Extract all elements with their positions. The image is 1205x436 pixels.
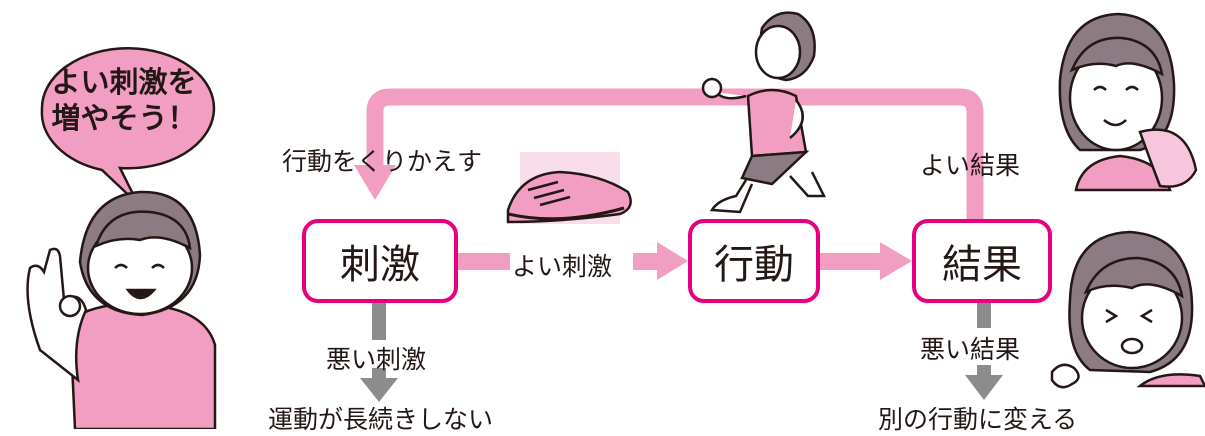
bad-stimulus-label: 悪い刺激 [326,345,427,374]
good-stimulus-arrow-shaft-a [458,253,510,270]
good-stimulus-arrow-shaft-b [633,253,659,270]
smiling-woman-illustration [1058,12,1198,192]
woman-ok-sign-illustration [26,190,217,429]
repeat-action-label: 行動をくりかえす [282,147,483,176]
tired-woman-illustration [1050,230,1205,389]
bad-stimulus-shaft-top [372,302,386,340]
walking-woman-illustration [701,11,827,214]
good-stimulus-label: よい刺激 [512,252,613,281]
no-continue-label: 運動が長続きしない [268,405,494,434]
bad-result-arrowhead [965,375,1003,400]
action-result-arrow-shaft [820,253,882,270]
speech-bubble-text: よい刺激を 増やそう！ [40,64,208,136]
speech-bubble-line1: よい刺激を [51,65,197,99]
action-box: 行動 [688,219,820,303]
bad-result-label: 悪い結果 [920,335,1021,364]
action-result-arrowhead [880,242,912,280]
speech-bubble-line2: 増やそう！ [51,101,197,135]
change-action-label: 別の行動に変える [878,405,1078,434]
sneaker-illustration [506,152,632,224]
good-result-label: よい結果 [920,151,1021,180]
repeat-loop-arrow [366,88,984,228]
bad-stimulus-arrowhead [360,378,398,402]
good-stimulus-arrowhead [657,242,688,280]
speech-bubble-shape [40,47,216,205]
bad-result-shaft-top [977,302,991,328]
result-box: 結果 [912,219,1052,303]
repeat-loop-arrowhead [354,165,396,200]
stimulus-box: 刺激 [302,219,458,303]
